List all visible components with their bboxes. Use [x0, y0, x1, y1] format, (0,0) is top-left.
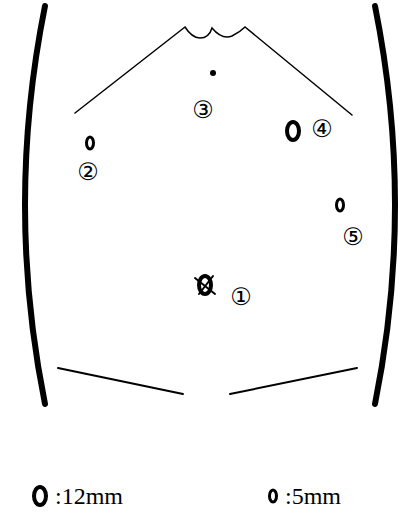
legend-text: :5mm: [285, 484, 341, 508]
right-bracket: [375, 6, 395, 404]
callout-number: ④: [311, 117, 333, 141]
port-5mm: [87, 137, 94, 149]
callout-number: ⑤: [342, 225, 364, 249]
callout-number: ②: [77, 160, 99, 184]
port-cross: [195, 276, 215, 294]
legend-sample-5mm: [270, 490, 277, 502]
port-12mm: [287, 122, 299, 140]
legend-text: :12mm: [55, 484, 123, 508]
inguinal-line: [58, 368, 183, 394]
callout-number: ③: [192, 98, 214, 122]
port-dot: [210, 70, 216, 76]
callout-number: ①: [230, 285, 252, 309]
inguinal-line: [230, 368, 357, 394]
left-bracket: [25, 6, 45, 404]
port-5mm: [337, 199, 344, 211]
legend-sample-12mm: [34, 487, 46, 505]
